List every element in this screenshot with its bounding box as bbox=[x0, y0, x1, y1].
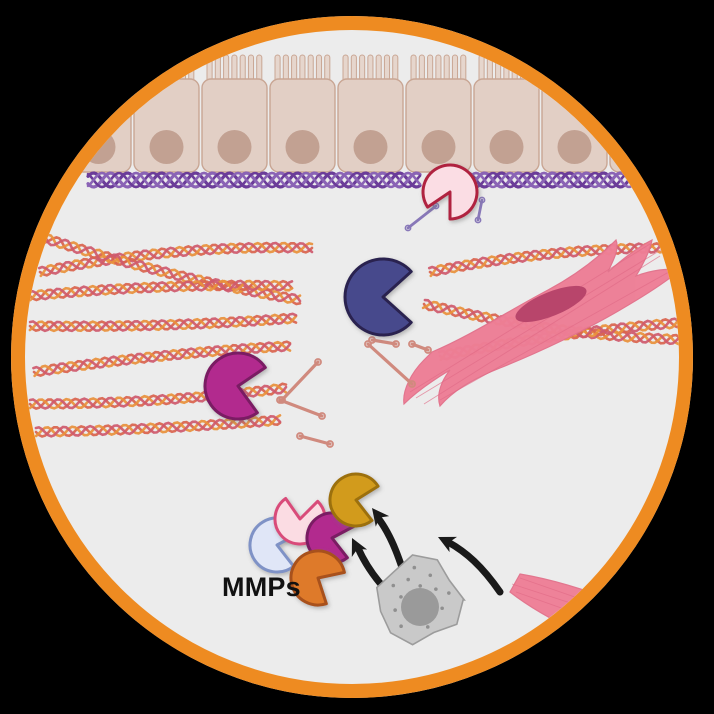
fragment-end bbox=[296, 432, 304, 440]
stress-fiber bbox=[423, 255, 661, 405]
membrane-strand bbox=[450, 171, 642, 189]
fragment-rod bbox=[280, 360, 320, 402]
epithelial-cell-nucleus bbox=[353, 130, 388, 164]
collagen-strand bbox=[32, 341, 292, 376]
collagen-strand bbox=[29, 279, 294, 302]
fragment-end bbox=[408, 380, 416, 388]
collagen-fiber bbox=[37, 241, 314, 278]
fragment-rod bbox=[298, 434, 332, 446]
collagen-strand bbox=[37, 230, 302, 303]
macrophage-granule bbox=[440, 606, 444, 611]
epithelial-cell-nucleus bbox=[217, 130, 252, 164]
fibroblast-cell-right bbox=[403, 238, 679, 408]
macrophage-granule bbox=[447, 591, 451, 595]
mmp-pacman-orange bbox=[289, 549, 346, 607]
collagen-strand bbox=[28, 312, 298, 333]
membrane-strand bbox=[450, 171, 642, 189]
mmp-pacman-pink bbox=[421, 163, 479, 221]
fragment-end bbox=[404, 224, 412, 232]
macrophage-granule bbox=[434, 587, 438, 591]
collagen-strand bbox=[28, 384, 288, 410]
fragment-end bbox=[478, 196, 486, 204]
fragment-rod bbox=[366, 342, 414, 386]
mmp-pacman-gold bbox=[328, 472, 380, 528]
stress-fiber bbox=[415, 247, 665, 399]
macrophage-granule bbox=[406, 577, 410, 582]
matrix-fragment bbox=[408, 340, 432, 354]
arrow-shaft bbox=[444, 538, 504, 596]
collagen-strand bbox=[34, 414, 282, 438]
epithelial-cell bbox=[201, 54, 268, 173]
epithelial-cell bbox=[269, 54, 336, 173]
macrophage-nucleus bbox=[401, 588, 439, 626]
fragment-end bbox=[314, 358, 322, 366]
fragment-end bbox=[368, 336, 376, 344]
macrophage-granule bbox=[391, 583, 396, 588]
macrophage-cell bbox=[375, 554, 466, 646]
fragment-end bbox=[432, 202, 440, 210]
fragment-end bbox=[474, 216, 482, 224]
epithelial-cell-nucleus bbox=[421, 130, 456, 164]
arrow-head bbox=[372, 508, 390, 527]
matrix-fragment bbox=[296, 432, 334, 448]
epithelial-cell-nucleus bbox=[149, 130, 184, 164]
circular-border-ring bbox=[11, 16, 693, 698]
mmp-enzyme-molecules bbox=[203, 163, 479, 607]
macrophage-granule bbox=[425, 625, 430, 629]
fibroblast-body bbox=[403, 238, 679, 408]
matrix-fragment bbox=[404, 202, 440, 232]
membrane-strand bbox=[450, 171, 642, 189]
macrophage-granule bbox=[399, 595, 403, 599]
epithelial-cell-nucleus bbox=[285, 130, 320, 164]
matrix-fragment bbox=[276, 396, 326, 420]
mmp-pacman-navy bbox=[343, 257, 413, 337]
collagen-strand bbox=[37, 241, 314, 275]
mmp-pacman-magenta bbox=[203, 351, 267, 421]
fragment-rod bbox=[370, 338, 398, 346]
macrophage-granule bbox=[418, 584, 423, 588]
macrophage-granule bbox=[412, 565, 417, 570]
fragment-end bbox=[424, 346, 432, 354]
membrane-strand bbox=[86, 171, 422, 189]
fragment-end bbox=[318, 412, 326, 420]
arrow-head bbox=[438, 536, 458, 553]
membrane-strand bbox=[86, 171, 422, 189]
fibroblast-nucleus bbox=[515, 285, 587, 323]
collagen-strand bbox=[28, 279, 294, 301]
fragment-end bbox=[326, 440, 334, 448]
fragment-end bbox=[392, 340, 400, 348]
membrane-strand bbox=[86, 171, 422, 189]
arrow-head bbox=[351, 538, 368, 558]
collagen-fiber bbox=[28, 312, 298, 333]
matrix-fragment bbox=[364, 340, 416, 388]
collagen-strand bbox=[28, 313, 298, 333]
mmps-label: MMPs bbox=[222, 572, 301, 602]
fragment-end bbox=[276, 396, 284, 404]
epithelial-cell-nucleus bbox=[557, 130, 592, 164]
stress-fiber bbox=[439, 267, 677, 401]
fragment-end bbox=[364, 340, 372, 348]
macrophage-granule bbox=[399, 624, 403, 628]
matrix-fragment bbox=[368, 336, 400, 348]
collagen-fiber bbox=[28, 279, 294, 302]
matrix-fragment bbox=[474, 196, 486, 224]
basement-membrane bbox=[86, 171, 642, 189]
membrane-strand bbox=[450, 171, 642, 189]
collagen-strand bbox=[34, 414, 282, 438]
collagen-strand bbox=[38, 241, 314, 277]
cleaved-matrix-fragments bbox=[276, 196, 486, 448]
fragment-rod bbox=[406, 204, 438, 230]
epithelial-cell-nucleus bbox=[489, 130, 524, 164]
fragment-rod bbox=[278, 398, 324, 418]
macrophage-granule bbox=[428, 573, 433, 578]
fragment-end bbox=[408, 340, 416, 348]
macrophage-granule bbox=[393, 608, 397, 612]
epithelial-cell bbox=[337, 54, 404, 173]
epithelial-cell bbox=[405, 54, 472, 173]
